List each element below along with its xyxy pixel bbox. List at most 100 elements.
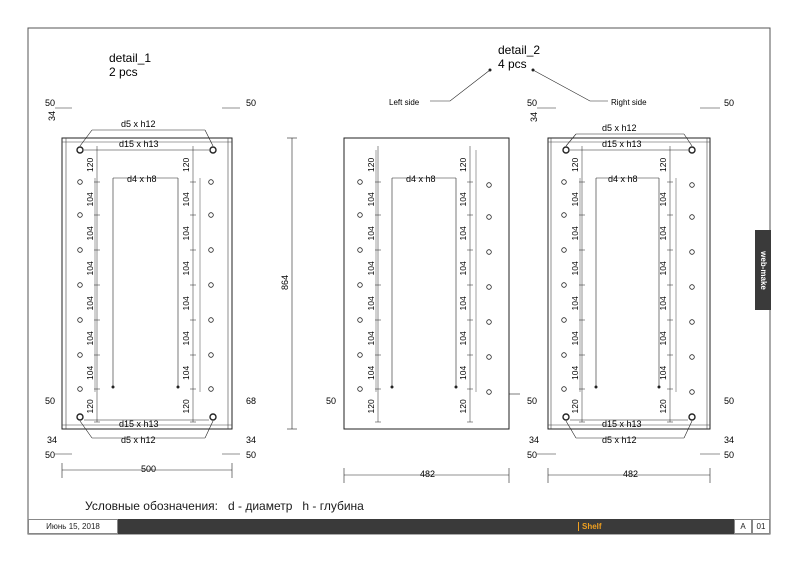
d1-label-top-small: d5 x h12	[121, 119, 156, 129]
shelf-pin-hole	[208, 352, 214, 358]
d1-dim-50-bot-left: 50	[45, 450, 55, 460]
spacing-dim: 104	[458, 366, 468, 380]
cam-hole	[76, 413, 84, 421]
cam-hole	[562, 413, 570, 421]
right-side-label: Right side	[611, 98, 647, 107]
d2l-label-shelf: d4 x h8	[406, 174, 436, 184]
shelf-pin-hole	[486, 182, 492, 188]
format-cell: A	[734, 519, 752, 534]
cam-hole	[562, 146, 570, 154]
date-cell: Июнь 15, 2018	[28, 519, 118, 534]
spacing-dim: 104	[181, 331, 191, 345]
spacing-dim: 120	[366, 399, 376, 413]
shelf-pin-hole	[561, 179, 567, 185]
spacing-dim: 104	[458, 296, 468, 310]
spacing-dim: 120	[366, 158, 376, 172]
spacing-dim: 104	[85, 261, 95, 275]
d1-dim-34-bot: 34	[47, 435, 57, 445]
spacing-dim: 104	[458, 261, 468, 275]
shelf-pin-hole	[77, 317, 83, 323]
shelf-pin-hole	[486, 319, 492, 325]
spacing-dim: 120	[458, 399, 468, 413]
shelf-pin-hole	[357, 317, 363, 323]
d2l-dim-50: 50	[326, 396, 336, 406]
d1-dim-height: 864	[280, 275, 290, 290]
spacing-dim: 104	[658, 261, 668, 275]
spacing-dim: 104	[570, 366, 580, 380]
d2r-dim-50-ml: 50	[527, 396, 537, 406]
d2r-label-top-big: d15 x h13	[602, 139, 642, 149]
d2r-label-bot-big: d15 x h13	[602, 419, 642, 429]
shelf-pin-hole	[357, 352, 363, 358]
cam-hole	[209, 146, 217, 154]
sheet-cell: 01	[752, 519, 770, 534]
shelf-pin-hole	[208, 212, 214, 218]
d2r-dim-34-bl: 34	[529, 435, 539, 445]
d2r-dim-50-tr: 50	[724, 98, 734, 108]
shelf-pin-hole	[77, 386, 83, 392]
shelf-pin-hole	[77, 282, 83, 288]
spacing-dim: 120	[570, 399, 580, 413]
shelf-pin-hole	[77, 247, 83, 253]
d1-dim-left-top: 50	[45, 98, 55, 108]
spacing-dim: 120	[458, 158, 468, 172]
d2r-dim-width: 482	[623, 469, 638, 479]
shelf-pin-hole	[561, 247, 567, 253]
spacing-dim: 104	[366, 296, 376, 310]
d2r-dim-50-tl: 50	[527, 98, 537, 108]
spacing-dim: 104	[658, 331, 668, 345]
spacing-dim: 104	[85, 331, 95, 345]
detail-2-header: detail_2 4 pcs Left side Right side	[389, 43, 647, 107]
detail-2-left-outline	[343, 137, 510, 430]
d2r-dim-50-br: 50	[724, 450, 734, 460]
spacing-dim: 104	[570, 192, 580, 206]
d2r-dim-34-br: 34	[724, 435, 734, 445]
left-side-label: Left side	[389, 98, 420, 107]
spacing-dim: 120	[181, 399, 191, 413]
spacing-dim: 104	[658, 366, 668, 380]
d2r-label-top-small: d5 x h12	[602, 123, 637, 133]
spacing-dim: 120	[181, 158, 191, 172]
shelf-pin-hole	[561, 212, 567, 218]
d1-label-top-big: d15 x h13	[119, 139, 159, 149]
spacing-dim: 104	[85, 296, 95, 310]
d2r-dim-50-mr: 50	[724, 396, 734, 406]
detail-2-qty: 4 pcs	[498, 57, 527, 71]
spacing-dim: 104	[181, 261, 191, 275]
spacing-dim: 104	[658, 226, 668, 240]
shelf-pin-hole	[208, 317, 214, 323]
shelf-pin-hole	[486, 214, 492, 220]
d2r-dim-50-bl: 50	[527, 450, 537, 460]
detail-1: detail_1 2 pcs d5 x h12 d15 x h13 d4 x h…	[45, 51, 297, 478]
shelf-pin-hole	[77, 179, 83, 185]
shelf-pin-hole	[77, 212, 83, 218]
d1-dim-34-right: 34	[246, 435, 256, 445]
shelf-pin-hole	[208, 386, 214, 392]
spacing-dim: 104	[570, 261, 580, 275]
shelf-pin-hole	[208, 179, 214, 185]
shelf-pin-hole	[561, 282, 567, 288]
shelf-pin-hole	[357, 247, 363, 253]
spacing-dim: 120	[85, 399, 95, 413]
shelf-pin-hole	[486, 389, 492, 395]
spacing-dim: 104	[181, 226, 191, 240]
spacing-dim: 104	[366, 261, 376, 275]
cam-hole	[209, 413, 217, 421]
shelf-pin-hole	[561, 317, 567, 323]
d1-label-shelf: d4 x h8	[127, 174, 157, 184]
detail-2-right-outline	[547, 137, 711, 430]
side-tab: web-make	[755, 230, 771, 310]
d1-dim-34-top: 34	[47, 111, 57, 121]
spacing-dim: 104	[181, 192, 191, 206]
spacing-dim: 120	[85, 158, 95, 172]
spacing-dim: 104	[658, 296, 668, 310]
cam-hole	[76, 146, 84, 154]
spacing-dim: 104	[181, 296, 191, 310]
shelf-pin-hole	[77, 352, 83, 358]
spacing-dim: 104	[85, 366, 95, 380]
spacing-dim: 104	[570, 296, 580, 310]
shelf-pin-hole	[208, 282, 214, 288]
shelf-pin-hole	[689, 389, 695, 395]
